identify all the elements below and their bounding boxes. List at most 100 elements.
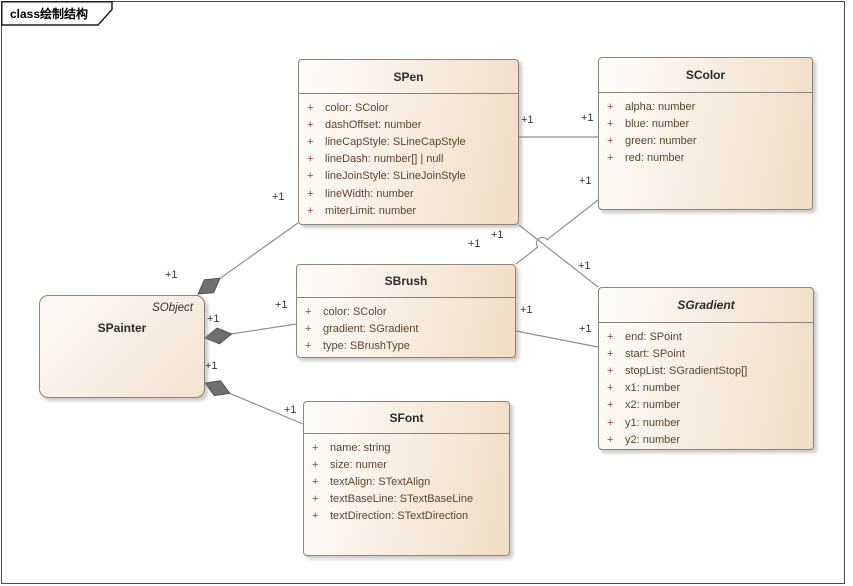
- class-name: SGradient: [599, 288, 813, 323]
- attribute-row: + textDirection: STextDirection: [304, 508, 509, 525]
- attribute-row: +end: SPoint: [599, 328, 813, 345]
- attribute-row: + textBaseLine: STextBaseLine: [304, 491, 509, 508]
- attribute-row: + blue: number: [599, 115, 812, 132]
- attribute-text: red: number: [625, 152, 685, 165]
- attribute-text: x1: number: [625, 382, 681, 395]
- composition-diamond: [204, 327, 233, 345]
- attribute-row: + miterLimit: number: [299, 202, 518, 219]
- attribute-text: miterLimit: number: [325, 204, 417, 217]
- multiplicity-label: +1: [521, 114, 534, 126]
- multiplicity-label: +1: [275, 299, 288, 311]
- class-box-sfont[interactable]: SFont+name: string+size: numer+textAlign…: [303, 401, 510, 556]
- attributes-compartment: +end: SPoint+start: SPoint+stopList: SGr…: [599, 323, 813, 448]
- class-box-spen[interactable]: SPen+color: SColor+dashOffset: number+li…: [298, 59, 519, 225]
- composition-diamond: [204, 380, 231, 397]
- multiplicity-label: +1: [581, 112, 594, 124]
- frame-tab-shape: [1, 1, 113, 26]
- attribute-row: + x1: number: [599, 380, 813, 397]
- attribute-text: type: SBrushType: [323, 339, 410, 352]
- visibility-marker: +: [607, 117, 614, 130]
- multiplicity-label: +1: [284, 404, 297, 416]
- attributes-compartment: +color: SColor+gradient: SGradient+type:…: [297, 298, 515, 355]
- attribute-text: start: SPoint: [625, 347, 685, 360]
- visibility-marker: +: [312, 475, 319, 488]
- attribute-text: color: SColor: [323, 305, 387, 318]
- multiplicity-label: +1: [578, 260, 591, 272]
- attributes-compartment: +color: SColor+dashOffset: number+lineCa…: [299, 94, 518, 219]
- attribute-row: +lineWidth: number: [299, 185, 518, 202]
- attribute-text: textAlign: STextAlign: [330, 475, 431, 488]
- visibility-marker: +: [607, 134, 614, 147]
- attribute-row: + gradient: SGradient: [297, 320, 515, 337]
- visibility-marker: +: [607, 433, 614, 446]
- visibility-marker: +: [607, 152, 614, 165]
- visibility-marker: +: [607, 347, 614, 360]
- visibility-marker: +: [312, 458, 319, 471]
- visibility-marker: +: [305, 339, 312, 352]
- multiplicity-label: +1: [165, 269, 178, 281]
- class-name: SFont: [304, 402, 509, 434]
- connector-painter-brush[interactable]: [204, 323, 297, 339]
- attributes-compartment: +alpha: number+blue: number+green: numbe…: [599, 93, 812, 167]
- attribute-text: y2: number: [625, 433, 681, 446]
- visibility-marker: +: [312, 493, 319, 506]
- attribute-text: end: SPoint: [625, 330, 682, 343]
- multiplicity-label: +1: [579, 323, 592, 335]
- attribute-text: blue: number: [625, 117, 690, 130]
- multiplicity-label: +1: [468, 238, 481, 250]
- class-box-sbrush[interactable]: SBrush + color: SColor + gradient: SGradient…: [296, 264, 516, 358]
- visibility-marker: +: [312, 510, 319, 523]
- class-name: SPainter: [97, 321, 147, 335]
- attribute-row: +stopList: SGradientStop[]: [599, 362, 813, 379]
- visibility-marker: +: [307, 101, 314, 114]
- frame-tab-label: class绘制结构: [10, 7, 89, 21]
- attribute-text: dashOffset: number: [325, 118, 422, 131]
- attribute-row: + textAlign: STextAlign: [304, 473, 509, 490]
- visibility-marker: +: [305, 322, 312, 335]
- visibility-marker: +: [607, 382, 614, 395]
- multiplicity-label: +1: [205, 360, 218, 372]
- multiplicity-label: +1: [491, 229, 504, 241]
- attributes-compartment: +name: string+size: numer+textAlign: STe…: [304, 434, 509, 525]
- class-name: SPen: [299, 60, 518, 94]
- multiplicity-label: +1: [272, 191, 285, 203]
- attribute-text: lineJoinStyle: SLineJoinStyle: [325, 170, 466, 183]
- attribute-text: y1: number: [625, 416, 681, 429]
- connector-pen-gradient[interactable]: [518, 224, 599, 288]
- attribute-row: + type: SBrushType: [297, 337, 515, 354]
- attribute-text: lineCapStyle: SLineCapStyle: [325, 135, 466, 148]
- attribute-text: textDirection: STextDirection: [330, 510, 469, 523]
- attribute-text: green: number: [625, 134, 697, 147]
- visibility-marker: +: [607, 399, 614, 412]
- composition-diamond: [197, 277, 221, 295]
- visibility-marker: +: [307, 170, 314, 183]
- visibility-marker: +: [307, 153, 314, 166]
- attribute-text: textBaseLine: STextBaseLine: [330, 493, 474, 506]
- attribute-row: + red: number: [599, 150, 812, 167]
- attribute-row: +alpha: number: [599, 98, 812, 115]
- visibility-marker: +: [607, 100, 614, 113]
- attribute-text: name: string: [330, 441, 391, 454]
- class-box-sgradient[interactable]: SGradient+end: SPoint+start: SPoint+stop…: [598, 287, 814, 450]
- visibility-marker: +: [307, 118, 314, 131]
- attribute-text: lineDash: number[] | null: [325, 153, 444, 166]
- attribute-row: +size: numer: [304, 456, 509, 473]
- attribute-row: + lineDash: number[] | null: [299, 151, 518, 168]
- frame-tab[interactable]: class绘制结构: [1, 1, 121, 29]
- connector-painter-pen[interactable]: [197, 222, 299, 295]
- attribute-row: + start: SPoint: [599, 345, 813, 362]
- class-name: SBrush: [297, 265, 515, 298]
- attribute-row: +name: string: [304, 439, 509, 456]
- corner-label: SObject: [152, 302, 193, 314]
- attribute-row: + lineJoinStyle: SLineJoinStyle: [299, 168, 518, 185]
- attribute-row: + green: number: [599, 132, 812, 149]
- visibility-marker: +: [307, 204, 314, 217]
- attribute-text: gradient: SGradient: [323, 322, 419, 335]
- connector-brush-color[interactable]: [515, 199, 599, 265]
- attribute-row: +color: SColor: [299, 99, 518, 116]
- class-box-scolor[interactable]: SColor+alpha: number+blue: number+green:…: [598, 57, 813, 210]
- attribute-row: + dashOffset: number: [299, 116, 518, 133]
- attribute-row: +lineCapStyle: SLineCapStyle: [299, 133, 518, 150]
